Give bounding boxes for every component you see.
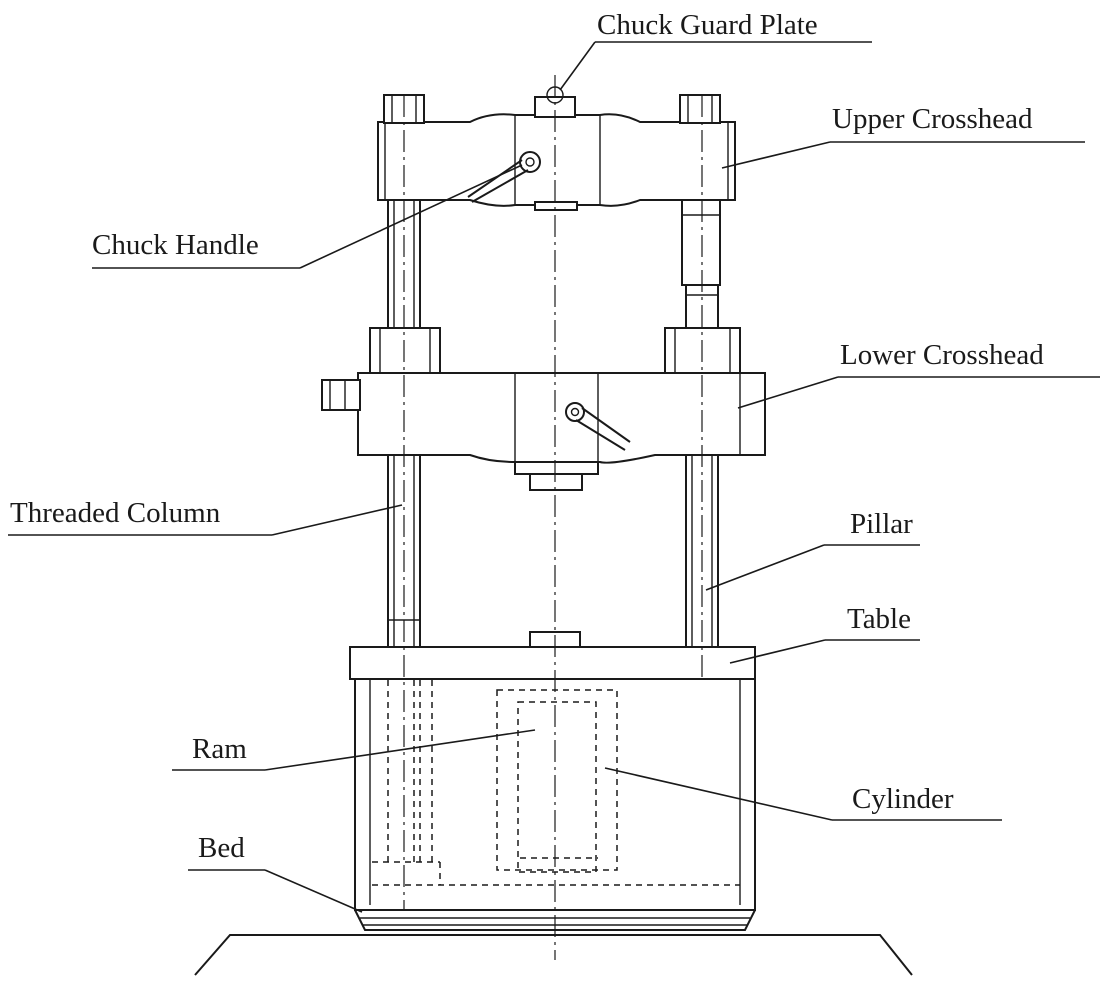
center-lines xyxy=(403,75,703,960)
label-chuck-handle: Chuck Handle xyxy=(92,229,259,261)
lower-chuck-handle xyxy=(565,402,631,451)
upper-chuck-handle xyxy=(467,151,541,203)
label-cylinder: Cylinder xyxy=(852,783,954,815)
lower-crosshead xyxy=(321,327,766,491)
table-plate xyxy=(349,631,756,680)
label-threaded-column: Threaded Column xyxy=(10,497,221,529)
label-upper-crosshead: Upper Crosshead xyxy=(832,103,1033,135)
label-bed: Bed xyxy=(198,832,245,864)
label-table: Table xyxy=(847,603,911,635)
foundation xyxy=(194,934,913,976)
label-ram: Ram xyxy=(192,733,247,765)
leader-lines xyxy=(8,41,1100,913)
hidden-lines xyxy=(372,680,740,886)
upper-crosshead xyxy=(377,86,736,211)
label-chuck-guard-plate: Chuck Guard Plate xyxy=(597,9,818,41)
label-lower-crosshead: Lower Crosshead xyxy=(840,339,1044,371)
label-pillar: Pillar xyxy=(850,508,913,540)
